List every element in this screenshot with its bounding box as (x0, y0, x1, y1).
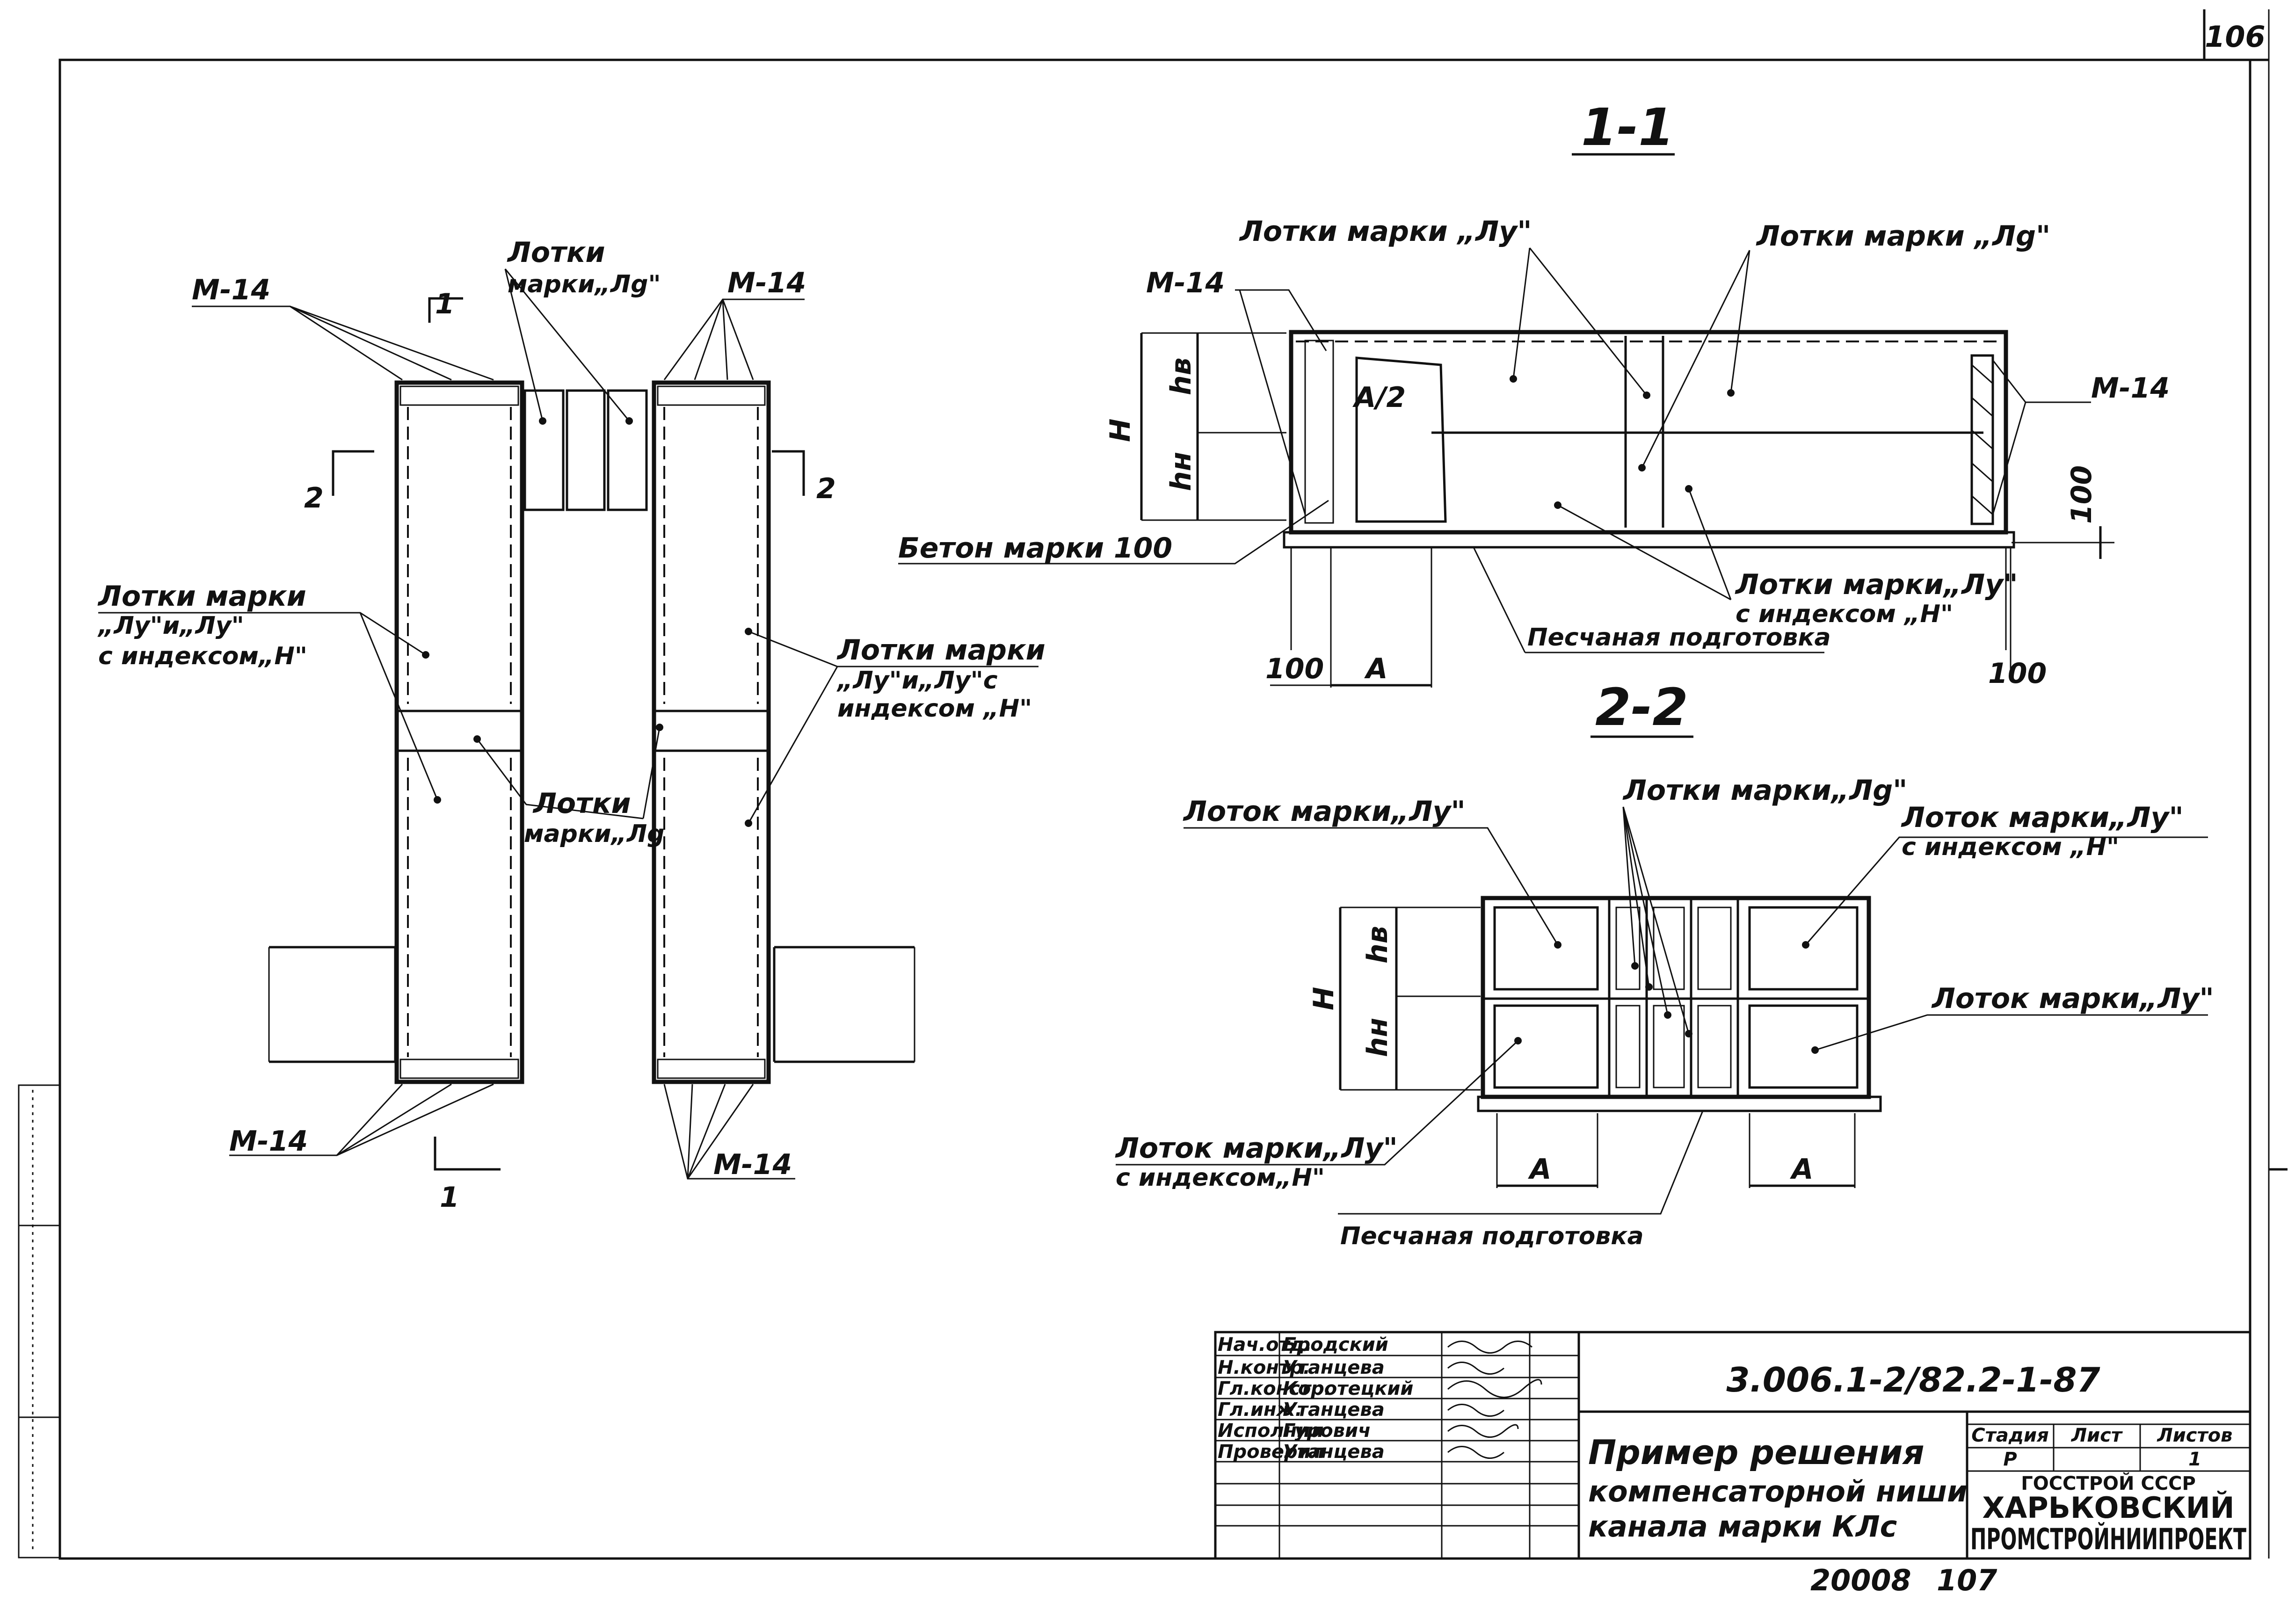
cut-marker-2-right: 2 (816, 472, 836, 505)
dim-s2-hn: hн (1361, 1018, 1394, 1057)
dim-s2-A-left: А (1528, 1153, 1551, 1186)
tb-name-0: Бродский (1283, 1334, 1388, 1356)
label-trays-right-2: „Лу"и„Лу"с (836, 667, 998, 695)
label-trays-left-1: Лотки марки (97, 580, 306, 613)
footer-page: 107 (1937, 1563, 1997, 1597)
section-2-2 (1116, 806, 2208, 1215)
tb-stage: Р (2003, 1449, 2017, 1470)
label-s2-sand: Песчаная подготовка (1340, 1222, 1644, 1250)
label-trays-left-3: с индексом„Н" (98, 642, 307, 670)
label-s1-sand: Песчаная подготовка (1527, 624, 1831, 652)
dim-s2-H: Н (1307, 987, 1340, 1010)
label-s2-tray-lu-h-top-1: Лоток марки„Лу" (1901, 801, 2184, 834)
tb-col-sheet: Лист (2071, 1425, 2123, 1446)
dim-s2-hv: hв (1361, 926, 1394, 964)
tb-name-4: Гурович (1283, 1420, 1371, 1442)
tb-title-3: канала марки КЛс (1588, 1509, 1897, 1544)
label-s2-trays-ld: Лотки марки„Лg" (1622, 774, 1907, 807)
label-s1-m14-right: М-14 (2091, 372, 2170, 405)
label-trays-mid-2: марки„Лg (524, 820, 664, 848)
label-trays-ld-top-1: Лотки (507, 236, 605, 269)
dim-s1-A: А (1364, 652, 1387, 685)
tb-role-1: Н.контр. (1218, 1357, 1310, 1378)
tb-name-3: Утанцева (1283, 1399, 1385, 1421)
label-s1-trays-lu: Лотки марки „Лу" (1239, 215, 1532, 248)
label-m14-top-right: М-14 (727, 267, 806, 299)
label-s2-tray-lu-h-top-2: с индексом „Н" (1902, 833, 2119, 861)
label-s1-trays-ld: Лотки марки „Лg" (1756, 220, 2050, 253)
tb-name-1: Утанцева (1283, 1357, 1385, 1378)
section-title-2-2: 2-2 (1595, 677, 1688, 737)
label-trays-ld-top-2: марки„Лg" (508, 270, 661, 298)
label-trays-right-1: Лотки марки (836, 634, 1046, 667)
sheet-number: 106 (2205, 20, 2265, 54)
tb-col-stage: Стадия (1971, 1425, 2049, 1446)
tb-org-3: ПРОМСТРОЙНИИПРОЕКТ (1970, 1522, 2246, 1556)
dim-s1-H: Н (1104, 419, 1137, 442)
label-m14-top-left: М-14 (192, 274, 270, 306)
label-m14-bottom-left: М-14 (229, 1125, 308, 1158)
title-block-grid (1214, 1331, 2251, 1560)
plan-view (98, 268, 1039, 1180)
tb-sheets-total: 1 (2188, 1449, 2201, 1470)
footer-archive-number: 20008 (1810, 1563, 1911, 1597)
dim-s2-A-right: А (1790, 1153, 1813, 1186)
label-s2-tray-lu-right: Лоток марки„Лу" (1931, 982, 2214, 1015)
section-1-1 (898, 247, 2114, 688)
label-s2-tray-lu-left: Лоток марки„Лу" (1183, 795, 1466, 828)
tb-org-1: ГОССТРОЙ СССР (2021, 1472, 2196, 1494)
label-trays-left-2: „Лу"и„Лу" (97, 612, 244, 640)
cut-marker-1-bottom: 1 (440, 1181, 459, 1214)
label-s1-trays-lu-h-2: с индексом „Н" (1736, 600, 1953, 628)
tb-org-2: ХАРЬКОВСКИЙ (1982, 1491, 2234, 1525)
tb-doc-code: 3.006.1-2/82.2-1-87 (1726, 1360, 2100, 1399)
cut-marker-2-left: 2 (304, 482, 324, 515)
label-s1-m14-left: М-14 (1146, 267, 1225, 299)
tb-role-3: Гл.инж. (1218, 1399, 1302, 1421)
label-s2-tray-lu-h-bottom-2: с индексом„Н" (1116, 1164, 1325, 1192)
tb-role-5: Проверил (1218, 1441, 1324, 1463)
sheet-frame (18, 9, 2288, 1560)
section-title-1-1: 1-1 (1581, 97, 1674, 157)
label-m14-bottom-right: М-14 (713, 1148, 792, 1181)
dim-s1-hn: hн (1165, 452, 1198, 491)
cut-marker-1-top: 1 (435, 288, 455, 320)
tb-col-sheets: Листов (2157, 1425, 2233, 1446)
label-trays-mid-1: Лотки (532, 787, 631, 820)
tb-role-2: Гл.констр. (1218, 1378, 1331, 1399)
dim-s1-100-left: 100 (1265, 652, 1324, 685)
dim-s1-hv: hв (1165, 357, 1198, 395)
tb-title-1: Пример решения (1588, 1433, 1925, 1472)
tb-role-4: Исполнил (1218, 1420, 1324, 1442)
label-s1-trays-lu-h-1: Лотки марки„Лу" (1735, 568, 2018, 601)
label-s2-tray-lu-h-bottom-1: Лоток марки„Лу" (1115, 1132, 1398, 1165)
dim-s1-100-vert: 100 (2065, 465, 2098, 524)
dim-s1-A2: А/2 (1352, 381, 1406, 414)
tb-title-2: компенсаторной ниши (1588, 1474, 1968, 1508)
tb-name-5: Утанцева (1283, 1441, 1385, 1463)
tb-name-2: Коротецкий (1283, 1378, 1413, 1399)
label-s1-concrete: Бетон марки 100 (898, 532, 1172, 565)
dim-s1-100-right: 100 (1988, 657, 2047, 690)
label-trays-right-3: индексом „Н" (837, 695, 1032, 723)
tb-role-0: Нач.отд. (1218, 1334, 1312, 1356)
